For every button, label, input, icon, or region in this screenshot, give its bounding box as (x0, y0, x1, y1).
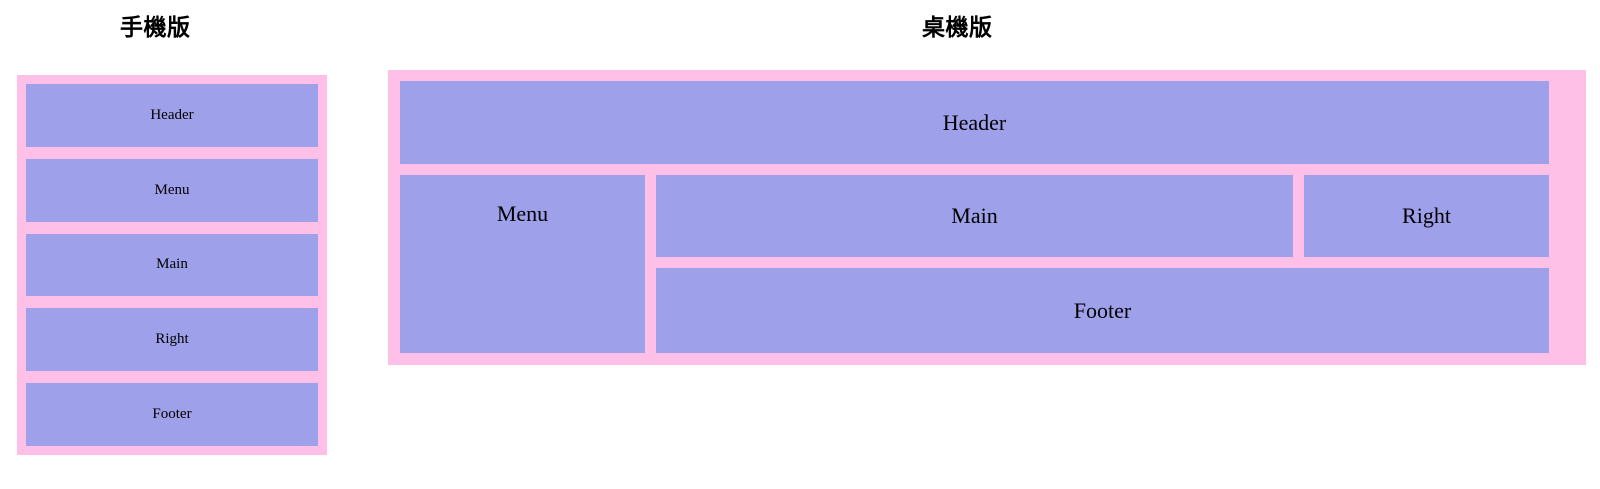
mobile-region-main: Main (26, 233, 318, 297)
desktop-region-menu: Menu (400, 175, 645, 353)
desktop-region-footer: Footer (656, 268, 1549, 353)
mobile-region-right: Right (26, 308, 318, 372)
desktop-region-right: Right (1304, 175, 1549, 257)
desktop-region-main: Main (656, 175, 1293, 257)
mobile-region-footer: Footer (26, 383, 318, 446)
mobile-region-menu: Menu (26, 158, 318, 222)
desktop-region-header: Header (400, 81, 1549, 164)
mobile-layout-title: 手機版 (120, 15, 191, 41)
desktop-layout-wrapper: Header Menu Main Right Footer (388, 70, 1586, 365)
mobile-layout-wrapper: Header Menu Main Right Footer (17, 75, 327, 455)
desktop-layout-title: 桌機版 (922, 15, 993, 41)
mobile-region-header: Header (26, 84, 318, 147)
